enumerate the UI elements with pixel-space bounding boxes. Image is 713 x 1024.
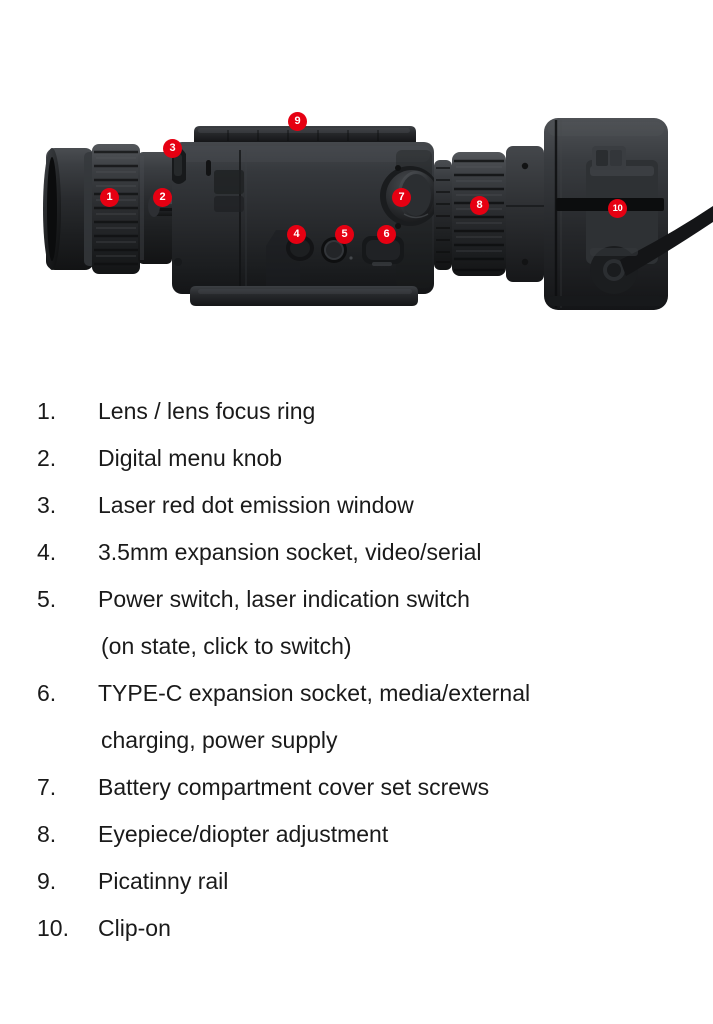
legend-item-2: 2. Digital menu knob bbox=[0, 443, 713, 490]
legend-item-3: 3. Laser red dot emission window bbox=[0, 490, 713, 537]
legend-label-7: Battery compartment cover set screws bbox=[98, 774, 490, 800]
port-cluster bbox=[286, 235, 404, 266]
picatinny-rail-bottom bbox=[190, 286, 418, 306]
picatinny-rail-top bbox=[194, 126, 416, 142]
legend-item-10: 10. Clip-on bbox=[0, 913, 713, 960]
callout-badge-3[interactable]: 3 bbox=[163, 139, 182, 158]
legend-item-6-continuation: charging, power supply bbox=[0, 725, 713, 772]
legend-label-9: Picatinny rail bbox=[98, 868, 229, 894]
device-illustration bbox=[43, 118, 713, 310]
callout-badge-7[interactable]: 7 bbox=[392, 188, 411, 207]
legend-label-5: Power switch, laser indication switch bbox=[98, 586, 470, 612]
callout-badge-9[interactable]: 9 bbox=[288, 112, 307, 131]
legend-label-1: Lens / lens focus ring bbox=[98, 398, 316, 424]
legend-number-5: 5. bbox=[37, 586, 57, 612]
legend-label-6: TYPE-C expansion socket, media/external bbox=[98, 680, 531, 706]
callout-badge-5[interactable]: 5 bbox=[335, 225, 354, 244]
legend-item-7: 7. Battery compartment cover set screws bbox=[0, 772, 713, 819]
objective-lens-assembly bbox=[43, 144, 172, 274]
legend-label-3: Laser red dot emission window bbox=[98, 492, 414, 518]
legend-label-5-cont: (on state, click to switch) bbox=[101, 633, 352, 659]
callout-badge-4[interactable]: 4 bbox=[287, 225, 306, 244]
legend-number-8: 8. bbox=[37, 821, 57, 847]
legend-number-7: 7. bbox=[37, 774, 57, 800]
legend-number-1: 1. bbox=[37, 398, 57, 424]
legend-label-2: Digital menu knob bbox=[98, 445, 283, 471]
device-figure: 1 2 3 4 5 6 7 8 9 10 bbox=[0, 0, 713, 360]
legend-item-4: 4. 3.5mm expansion socket, video/serial bbox=[0, 537, 713, 584]
legend-number-9: 9. bbox=[37, 868, 57, 894]
eyepiece-diopter-assembly bbox=[434, 146, 544, 282]
clip-on-mount bbox=[544, 118, 713, 310]
legend-number-10: 10. bbox=[37, 915, 69, 941]
legend-number-4: 4. bbox=[37, 539, 57, 565]
callout-badge-2[interactable]: 2 bbox=[153, 188, 172, 207]
legend-number-6: 6. bbox=[37, 680, 57, 706]
legend-list: 1. Lens / lens focus ring 2. Digital men… bbox=[0, 396, 713, 960]
type-c-socket bbox=[362, 236, 404, 266]
legend-item-6: 6. TYPE-C expansion socket, media/extern… bbox=[0, 678, 713, 725]
legend-number-3: 3. bbox=[37, 492, 57, 518]
legend-item-5: 5. Power switch, laser indication switch bbox=[0, 584, 713, 631]
legend-label-4: 3.5mm expansion socket, video/serial bbox=[98, 539, 482, 565]
legend-item-5-continuation: (on state, click to switch) bbox=[0, 631, 713, 678]
callout-badge-6[interactable]: 6 bbox=[377, 225, 396, 244]
callout-badge-8[interactable]: 8 bbox=[470, 196, 489, 215]
legend-item-9: 9. Picatinny rail bbox=[0, 866, 713, 913]
legend-item-8: 8. Eyepiece/diopter adjustment bbox=[0, 819, 713, 866]
battery-compartment-cover bbox=[380, 165, 440, 229]
legend-label-6-cont: charging, power supply bbox=[101, 727, 338, 753]
legend-number-2: 2. bbox=[37, 445, 57, 471]
legend-label-8: Eyepiece/diopter adjustment bbox=[98, 821, 389, 847]
legend-label-10: Clip-on bbox=[98, 915, 171, 941]
legend-item-1: 1. Lens / lens focus ring bbox=[0, 396, 713, 443]
callout-badge-1[interactable]: 1 bbox=[100, 188, 119, 207]
callout-badge-10[interactable]: 10 bbox=[608, 199, 627, 218]
